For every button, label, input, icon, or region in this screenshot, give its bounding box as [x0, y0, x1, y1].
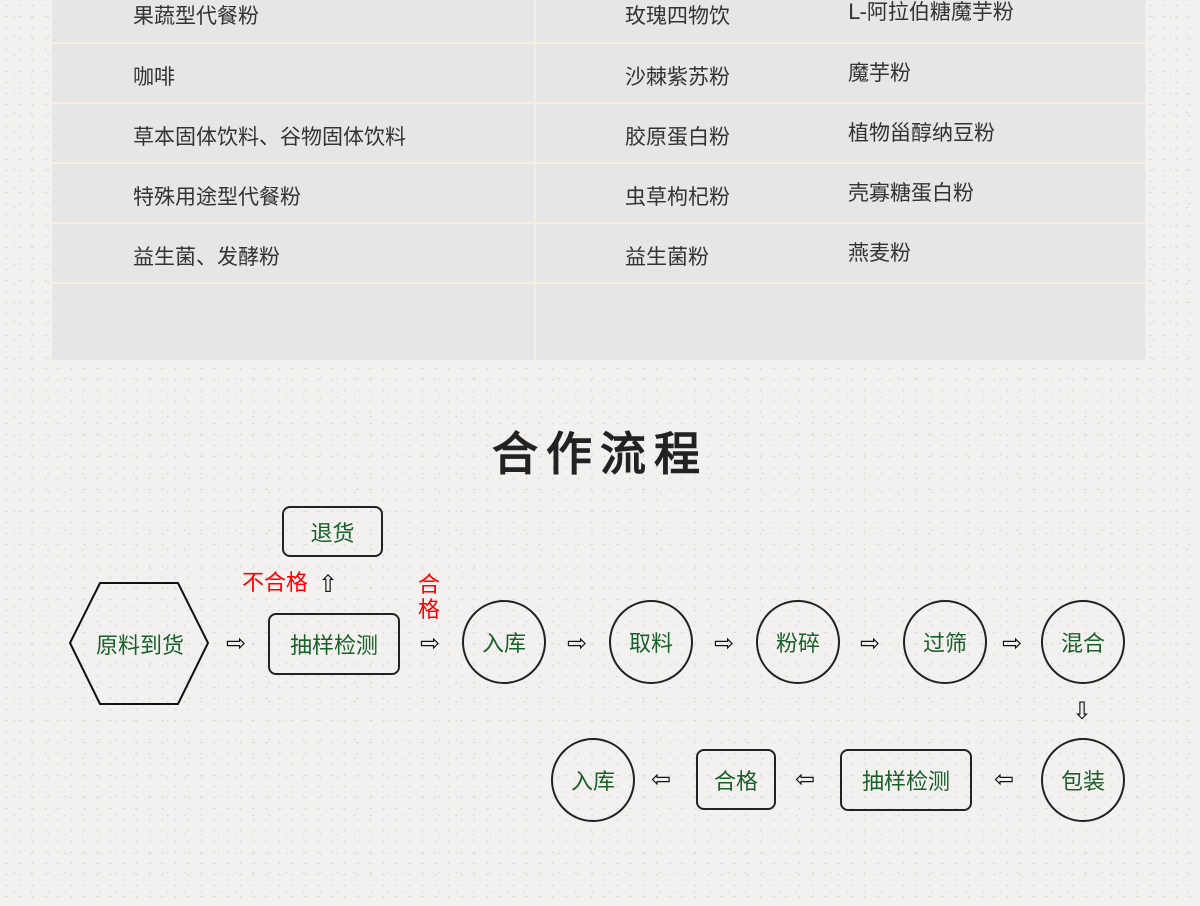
- table-cell: 咖啡: [133, 65, 175, 89]
- arrow-right-icon: ⇨: [1002, 629, 1023, 657]
- step-take: 取料: [609, 600, 693, 684]
- table-cell: 魔芋粉: [848, 61, 911, 85]
- arrow-left-icon: ⇦: [651, 765, 672, 793]
- section-title: 合作流程: [492, 427, 708, 481]
- arrow-down-icon: ⇩: [1072, 697, 1093, 725]
- arrow-right-icon: ⇨: [567, 629, 588, 657]
- arrow-right-icon: ⇨: [714, 629, 735, 657]
- step-storage-1: 入库: [462, 600, 546, 684]
- table-cell: 草本固体饮料、谷物固体饮料: [133, 125, 406, 149]
- product-table: 果蔬型代餐粉 玫瑰四物饮 L-阿拉伯糖魔芋粉 咖啡 沙棘紫苏粉 魔芋粉 草本固体…: [52, 0, 1145, 360]
- table-row: 益生菌、发酵粉 益生菌粉 燕麦粉: [52, 224, 1145, 284]
- step-crush: 粉碎: [756, 600, 840, 684]
- step-storage-2: 入库: [551, 738, 635, 822]
- step-sampling-1: 抽样检测: [268, 613, 400, 675]
- table-cell: L-阿拉伯糖魔芋粉: [848, 0, 1014, 24]
- arrow-right-icon: ⇨: [860, 629, 881, 657]
- table-cell: 虫草枸杞粉: [625, 185, 730, 209]
- step-pass: 合格: [696, 749, 776, 810]
- pass-label-top: 合: [418, 573, 441, 598]
- step-pack: 包装: [1041, 738, 1125, 822]
- table-row: 咖啡 沙棘紫苏粉 魔芋粉: [52, 44, 1145, 104]
- table-cell: 沙棘紫苏粉: [625, 65, 730, 89]
- pass-label-bottom: 格: [418, 598, 441, 623]
- table-cell: 玫瑰四物饮: [625, 4, 730, 28]
- arrow-up-icon: ⇧: [318, 570, 339, 598]
- table-cell: 胶原蛋白粉: [625, 125, 730, 149]
- step-raw-arrival: 原料到货: [95, 634, 184, 659]
- arrow-left-icon: ⇦: [994, 765, 1015, 793]
- table-cell: 燕麦粉: [848, 241, 911, 265]
- table-row: 特殊用途型代餐粉 虫草枸杞粉 壳寡糖蛋白粉: [52, 164, 1145, 224]
- step-return: 退货: [282, 506, 383, 557]
- table-cell: 益生菌、发酵粉: [133, 245, 280, 269]
- table-row: 果蔬型代餐粉 玫瑰四物饮 L-阿拉伯糖魔芋粉: [52, 0, 1145, 44]
- step-mix: 混合: [1041, 600, 1125, 684]
- table-cell: 果蔬型代餐粉: [133, 4, 259, 28]
- table-cell: 益生菌粉: [625, 245, 709, 269]
- table-cell: 壳寡糖蛋白粉: [848, 181, 974, 205]
- arrow-right-icon: ⇨: [420, 629, 441, 657]
- hexagon-shape: [68, 582, 210, 705]
- table-cell: 特殊用途型代餐粉: [133, 185, 301, 209]
- arrow-left-icon: ⇦: [795, 765, 816, 793]
- table-cell: 植物甾醇纳豆粉: [848, 121, 995, 145]
- fail-label: 不合格: [242, 571, 309, 596]
- arrow-right-icon: ⇨: [226, 629, 247, 657]
- step-sieve: 过筛: [903, 600, 987, 684]
- column-divider: [534, 0, 536, 360]
- step-sampling-2: 抽样检测: [840, 749, 972, 811]
- table-row: 草本固体饮料、谷物固体饮料 胶原蛋白粉 植物甾醇纳豆粉: [52, 104, 1145, 164]
